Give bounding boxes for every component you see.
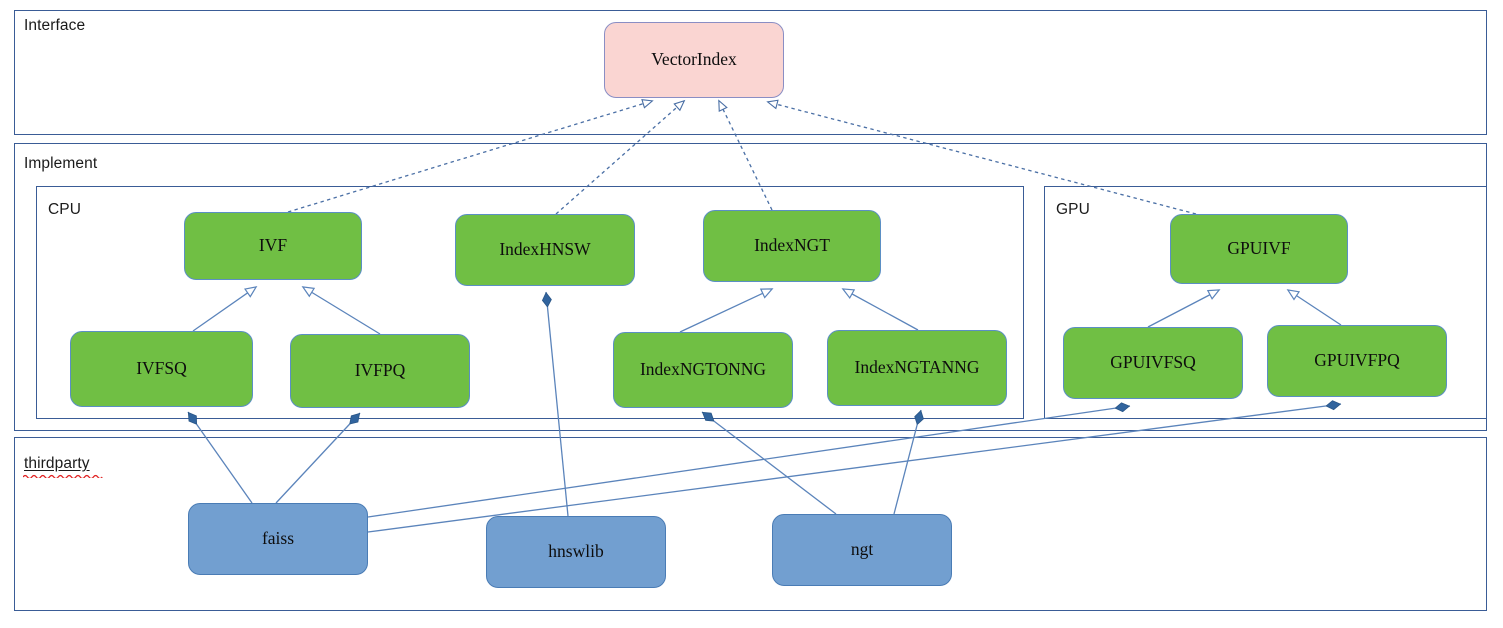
- group-label-interface: Interface: [24, 17, 86, 34]
- node-ngt[interactable]: ngt: [772, 514, 952, 586]
- node-indexhnsw[interactable]: IndexHNSW: [455, 214, 635, 286]
- node-ivfpq[interactable]: IVFPQ: [290, 334, 470, 408]
- group-label-implement: Implement: [24, 155, 98, 172]
- node-indexngtanng[interactable]: IndexNGTANNG: [827, 330, 1007, 406]
- node-indexngt[interactable]: IndexNGT: [703, 210, 881, 282]
- node-ivf[interactable]: IVF: [184, 212, 362, 280]
- node-gpuivfsq[interactable]: GPUIVFSQ: [1063, 327, 1243, 399]
- group-label-gpu: GPU: [1056, 201, 1090, 218]
- group-label-thirdparty: thirdparty: [24, 455, 90, 472]
- node-gpuivf[interactable]: GPUIVF: [1170, 214, 1348, 284]
- group-label-cpu: CPU: [48, 201, 82, 218]
- node-ivfsq[interactable]: IVFSQ: [70, 331, 253, 407]
- node-gpuivfpq[interactable]: GPUIVFPQ: [1267, 325, 1447, 397]
- node-vectorindex[interactable]: VectorIndex: [604, 22, 784, 98]
- node-faiss[interactable]: faiss: [188, 503, 368, 575]
- node-indexngtonng[interactable]: IndexNGTONNG: [613, 332, 793, 408]
- node-hnswlib[interactable]: hnswlib: [486, 516, 666, 588]
